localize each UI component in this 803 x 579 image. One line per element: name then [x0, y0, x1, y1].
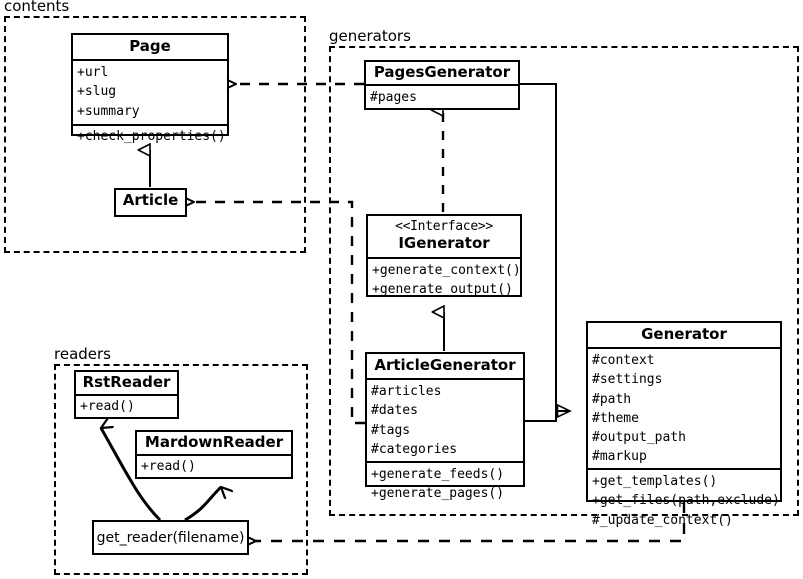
class-member: #articles [371, 384, 442, 400]
class-pages-generator-attributes: #pages [366, 84, 518, 109]
class-page-attributes: +url +slug +summary [73, 59, 227, 123]
class-member: +generate_feeds() [371, 466, 505, 482]
package-readers-frame [54, 364, 308, 575]
class-member: #dates [371, 403, 418, 419]
class-generator-attributes: #context #settings #path #theme #output_… [588, 347, 780, 468]
class-member: #context [592, 353, 655, 369]
class-igenerator-methods: +generate_context() +generate_output() [368, 256, 521, 301]
class-mardown-reader-title-section: MardownReader [137, 432, 291, 454]
class-member: +check_properties() [77, 128, 226, 144]
class-member: +url [77, 65, 109, 81]
class-member: #settings [592, 372, 663, 388]
class-member: #pages [370, 90, 417, 106]
class-box-page[interactable]: Page +url +slug +summary +check_properti… [71, 33, 229, 144]
function-box-get-reader[interactable]: get_reader(filename) [92, 520, 249, 555]
class-member: #categories [371, 441, 458, 457]
class-box-article-generator[interactable]: ArticleGenerator #articles #dates #tags … [365, 352, 525, 501]
package-readers: readers [52, 345, 308, 575]
class-box-igenerator[interactable]: <<Interface>> IGenerator +generate_conte… [366, 214, 522, 297]
class-rst-reader-title-section: RstReader [76, 372, 177, 394]
package-readers-label: readers [52, 345, 113, 363]
class-rst-reader-name: RstReader [82, 373, 171, 391]
class-member: #tags [371, 422, 411, 438]
class-box-pages-generator[interactable]: PagesGenerator #pages [364, 60, 520, 110]
class-box-mardown-reader[interactable]: MardownReader +read() [135, 430, 293, 479]
class-generator-methods: +get_templates() +get_files(path,exclude… [588, 468, 780, 531]
package-generators-label: generators [327, 27, 413, 45]
class-member: +slug [77, 84, 117, 100]
class-member: #_update_context() [592, 512, 733, 528]
class-pages-generator-name: PagesGenerator [373, 63, 511, 81]
class-member: +generate_output() [372, 281, 513, 297]
class-article-generator-name: ArticleGenerator [374, 356, 516, 374]
class-member: #markup [592, 449, 647, 465]
class-page-methods: +check_properties() [73, 123, 227, 148]
class-article-generator-attributes: #articles #dates #tags #categories [367, 378, 523, 461]
class-igenerator-stereotype: <<Interface>> [395, 219, 493, 234]
class-generator-title-section: Generator [588, 323, 780, 347]
class-member: +get_files(path,exclude) [592, 493, 780, 509]
class-member: #output_path [592, 429, 686, 445]
class-rst-reader-methods: +read() [76, 394, 177, 418]
class-member: #theme [592, 410, 639, 426]
class-mardown-reader-methods: +read() [137, 454, 291, 478]
class-article-title-section: Article [116, 190, 185, 212]
class-member: +summary [77, 103, 140, 119]
package-contents: contents [2, 0, 306, 253]
class-page-name: Page [129, 37, 171, 55]
class-page-title-section: Page [73, 35, 227, 59]
class-article-name: Article [122, 191, 179, 209]
class-article-generator-title-section: ArticleGenerator [367, 354, 523, 378]
class-igenerator-label: IGenerator [398, 234, 490, 253]
class-pages-generator-title-section: PagesGenerator [366, 62, 518, 84]
package-contents-label: contents [2, 0, 72, 15]
class-igenerator-name: <<Interface>> IGenerator [368, 216, 520, 257]
class-igenerator-title-section: <<Interface>> IGenerator [368, 216, 520, 257]
class-member: +generate_pages() [371, 486, 505, 502]
class-box-rst-reader[interactable]: RstReader +read() [74, 370, 179, 419]
class-article-generator-methods: +generate_feeds() +generate_pages() [367, 460, 523, 505]
class-member: +generate_context() [372, 262, 521, 278]
class-mardown-reader-name: MardownReader [144, 433, 284, 451]
class-member: +read() [80, 399, 135, 415]
class-box-generator[interactable]: Generator #context #settings #path #them… [586, 321, 782, 528]
package-contents-frame [4, 16, 306, 253]
class-box-article[interactable]: Article [114, 188, 187, 217]
class-generator-name: Generator [641, 325, 727, 343]
class-member: +read() [141, 459, 196, 475]
class-member: #path [592, 391, 632, 407]
function-get-reader-label: get_reader(filename) [96, 529, 245, 546]
class-member: +get_templates() [592, 474, 718, 490]
